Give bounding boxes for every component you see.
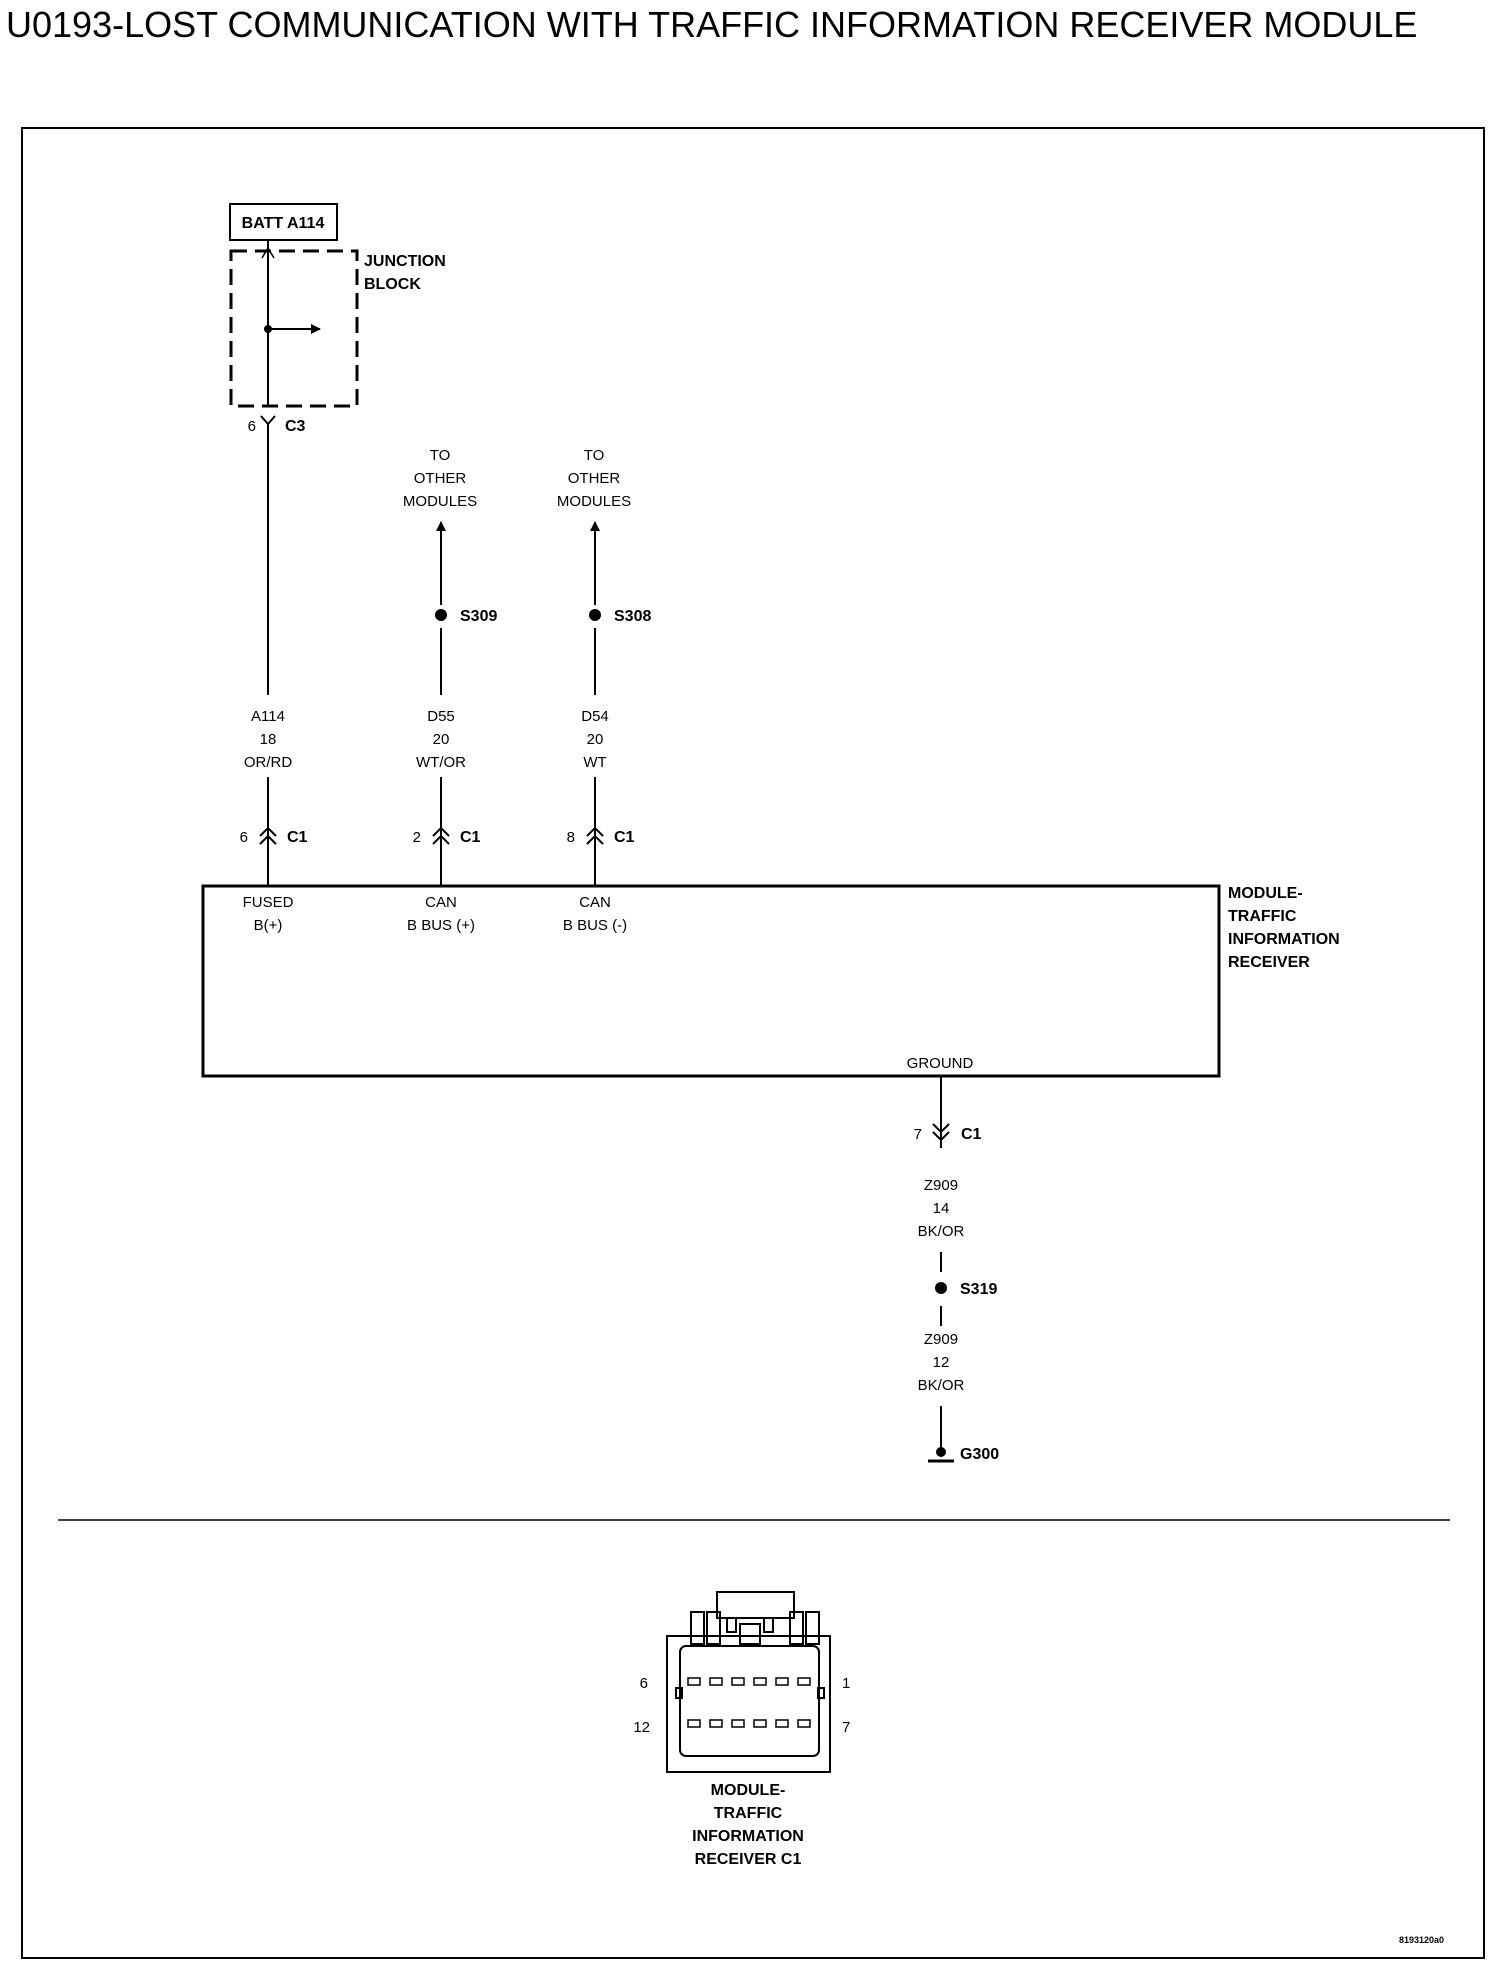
page-title: U0193-LOST COMMUNICATION WITH TRAFFIC IN… [6,4,1418,45]
wire-z909-label: BK/OR [918,1377,965,1394]
wire-z909-label: BK/OR [918,1223,965,1240]
connector-pin-number: 12 [633,1719,650,1736]
module-name: RECEIVER [1228,954,1310,971]
splice-s308 [589,609,601,621]
module-name: TRAFFIC [1228,908,1297,925]
splice-s308-label: S308 [614,608,651,625]
wire-a114-label: OR/RD [244,754,293,771]
wire-d55-label: 20 [433,731,450,748]
c1-connector-label: C1 [287,829,308,846]
module-pin-label: B BUS (-) [563,917,627,934]
figure-code: 8193120a0 [1399,1935,1444,1945]
d55-destination: OTHER [414,470,467,487]
wire-d55-label: WT/OR [416,754,466,771]
wire-z909-label: 14 [933,1200,950,1217]
connector-caption: TRAFFIC [714,1805,783,1822]
module-pin-label: B BUS (+) [407,917,475,934]
connector-face-view [666,1591,831,1773]
d55-destination: TO [430,447,451,464]
d54-destination: OTHER [568,470,621,487]
module-pin-label: B(+) [254,917,283,934]
splice-s309 [435,609,447,621]
connector-caption: RECEIVER C1 [695,1851,802,1868]
connector-pin-number: 6 [640,1675,648,1692]
connector-caption: INFORMATION [692,1828,804,1845]
c1-connector-label: C1 [460,829,481,846]
connector-caption: MODULE- [711,1782,786,1799]
c1-ground-connector-symbol [932,1123,950,1142]
module-name: INFORMATION [1228,931,1340,948]
module-pin-label: CAN [425,894,457,911]
c1-connector-symbol [586,826,604,845]
d55-destination: MODULES [403,493,477,510]
wire-a114-label: A114 [251,708,285,725]
wire-z909-label: 12 [933,1354,950,1371]
batt-label: BATT A114 [242,215,325,232]
c1-ground-pin: 7 [914,1126,922,1143]
junction-arrow-tip [261,246,275,259]
c1-ground-connector-label: C1 [961,1126,982,1143]
c1-pin: 2 [413,829,421,846]
wire-d55-label: D55 [427,708,455,725]
junction-block [229,249,359,408]
module-pin-label: FUSED [243,894,294,911]
wire-d54-label: WT [583,754,606,771]
ground-pin-label: GROUND [907,1055,974,1072]
module-box [201,884,1221,1078]
module-name: MODULE- [1228,885,1303,902]
connector-pin-number: 1 [842,1675,850,1692]
c1-connector-symbol [259,826,277,845]
connector-pin-number: 7 [842,1719,850,1736]
splice-s319 [935,1282,947,1294]
ground-point-g300 [936,1447,946,1457]
splice-s319-label: S319 [960,1281,997,1298]
splice-s309-label: S309 [460,608,497,625]
wire-a114-label: 18 [260,731,277,748]
wire-d54-label: 20 [587,731,604,748]
batt-box [229,203,338,241]
junction-block-label: JUNCTION [364,253,446,270]
d54-destination: MODULES [557,493,631,510]
wire-z909-label: Z909 [924,1331,958,1348]
c1-pin: 8 [567,829,575,846]
junction-block-label: BLOCK [364,276,421,293]
c1-connector-label: C1 [614,829,635,846]
ground-point-label: G300 [960,1446,999,1463]
d54-destination: TO [584,447,605,464]
c1-pin: 6 [240,829,248,846]
c3-connector-label: C3 [285,418,306,435]
wire-z909-label: Z909 [924,1177,958,1194]
wire-d54-label: D54 [581,708,609,725]
diagram-frame [21,127,1485,1959]
module-pin-label: CAN [579,894,611,911]
c3-connector-symbol [260,415,276,426]
c1-connector-symbol [432,826,450,845]
c3-pin: 6 [248,418,256,435]
